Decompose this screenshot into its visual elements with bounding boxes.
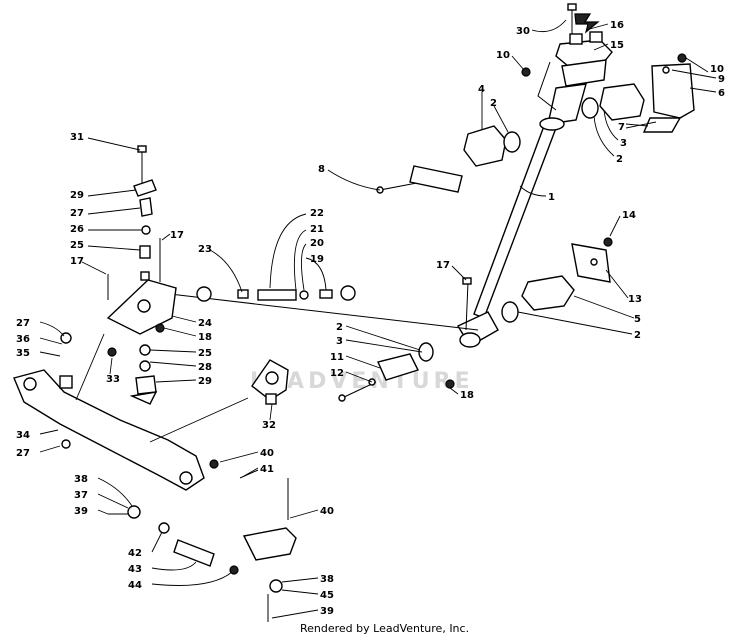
callout-2-lower-right: 2 xyxy=(634,330,641,341)
callout-25-upper: 25 xyxy=(70,240,84,251)
callout-25-lower: 25 xyxy=(198,348,212,359)
callout-21: 21 xyxy=(310,224,324,235)
callout-10-right: 10 xyxy=(710,64,724,75)
callout-3-upper: 3 xyxy=(620,138,627,149)
callout-38-right: 38 xyxy=(320,574,334,585)
callout-8: 8 xyxy=(318,164,325,175)
callout-30: 30 xyxy=(516,26,530,37)
callout-43: 43 xyxy=(128,564,142,575)
callout-16: 16 xyxy=(610,20,624,31)
callout-labels: 30 16 15 10 10 9 6 4 2 7 3 2 8 1 31 29 2… xyxy=(16,20,725,617)
callout-17-left: 17 xyxy=(70,256,84,267)
callout-31: 31 xyxy=(70,132,84,143)
callout-14: 14 xyxy=(622,210,636,221)
callout-40-lower: 40 xyxy=(320,506,334,517)
callout-38-left: 38 xyxy=(74,474,88,485)
callout-4: 4 xyxy=(478,84,485,95)
callout-5: 5 xyxy=(634,314,641,325)
callout-24: 24 xyxy=(198,318,212,329)
callout-27-lower: 27 xyxy=(16,448,30,459)
reference-arrows xyxy=(75,333,249,443)
callout-39-right: 39 xyxy=(320,606,334,617)
callout-26: 26 xyxy=(70,224,84,235)
callout-29-upper: 29 xyxy=(70,190,84,201)
callout-42: 42 xyxy=(128,548,142,559)
callout-13: 13 xyxy=(628,294,642,305)
callout-18-left: 18 xyxy=(198,332,212,343)
steering-post-lower xyxy=(338,237,613,402)
footer-credit: Rendered by LeadVenture, Inc. xyxy=(300,622,469,635)
callout-3-lower: 3 xyxy=(336,336,343,347)
callout-36: 36 xyxy=(16,334,30,345)
callout-15: 15 xyxy=(610,40,624,51)
parts-artwork xyxy=(13,3,695,622)
center-tie-rod xyxy=(169,285,479,331)
pivot-arm xyxy=(251,359,289,405)
callout-6: 6 xyxy=(718,88,725,99)
lower-tie-rod xyxy=(108,459,297,622)
callout-40-upper: 40 xyxy=(260,448,274,459)
callout-32: 32 xyxy=(262,420,276,431)
callout-44: 44 xyxy=(128,580,142,591)
leader-lines xyxy=(39,19,717,619)
steering-cross-bar xyxy=(13,332,205,491)
callout-9: 9 xyxy=(718,74,725,85)
callout-22: 22 xyxy=(310,208,324,219)
callout-28: 28 xyxy=(198,362,212,373)
callout-11: 11 xyxy=(330,352,344,363)
callout-20: 20 xyxy=(310,238,324,249)
callout-41: 41 xyxy=(260,464,274,475)
callout-27-upper: 27 xyxy=(70,208,84,219)
callout-39-left: 39 xyxy=(74,506,88,517)
callout-7: 7 xyxy=(618,122,625,133)
steering-arm-assembly xyxy=(106,145,177,405)
callout-10-left: 10 xyxy=(496,50,510,61)
callout-37: 37 xyxy=(74,490,88,501)
callout-33: 33 xyxy=(106,374,120,385)
callout-45: 45 xyxy=(320,590,334,601)
callout-1: 1 xyxy=(548,192,555,203)
callout-29-lower: 29 xyxy=(198,376,212,387)
callout-18-right: 18 xyxy=(460,390,474,401)
callout-27-mid: 27 xyxy=(16,318,30,329)
callout-23: 23 xyxy=(198,244,212,255)
callout-34: 34 xyxy=(16,430,30,441)
callout-35: 35 xyxy=(16,348,30,359)
callout-17-right: 17 xyxy=(436,260,450,271)
callout-17-center: 17 xyxy=(170,230,184,241)
callout-12: 12 xyxy=(330,368,344,379)
steering-post-upper xyxy=(376,3,695,319)
callout-2-upper-left: 2 xyxy=(490,98,497,109)
callout-19: 19 xyxy=(310,254,324,265)
callout-2-lower-left: 2 xyxy=(336,322,343,333)
callout-2-upper-right: 2 xyxy=(616,154,623,165)
